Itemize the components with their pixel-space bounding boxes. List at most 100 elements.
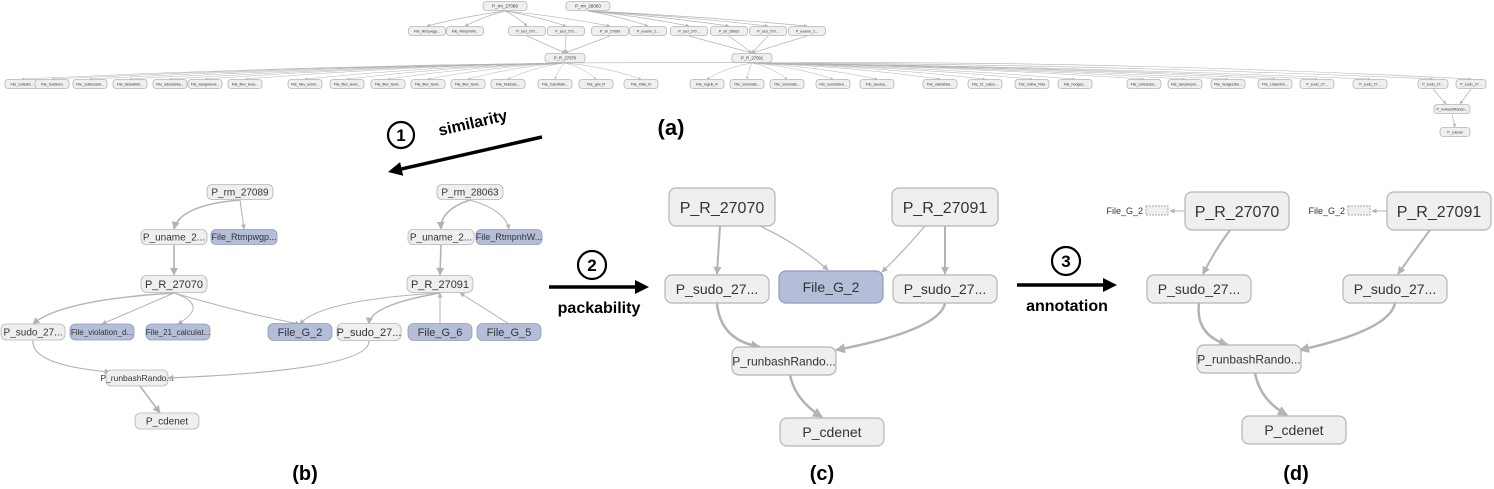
- a-file-node-9: File_filev_level...: [370, 79, 406, 89]
- a-runbash-label: P_runbashRando...: [1437, 107, 1468, 111]
- c-node-r-27091: P_R_27091: [891, 187, 999, 227]
- b-edge: [171, 199, 241, 230]
- b-node-violation-label: File_violation_d...: [71, 328, 133, 337]
- a-node-rm-27089-box: [482, 1, 528, 11]
- a-file-node-8-box: [329, 79, 365, 89]
- a-edge-sudo-runbash: [1432, 88, 1447, 105]
- a-file-node-26-box: [1167, 79, 1203, 89]
- a-edge-hub-sudo: [564, 62, 1434, 81]
- c-edge: [715, 302, 761, 351]
- b-node-uname-2: P_uname_2...: [407, 229, 475, 245]
- a-edge-hub-file: [467, 62, 566, 80]
- a-cdenet-label: P_cdenet: [1447, 130, 1462, 134]
- a-file-node-16: File_logLik_R: [689, 79, 725, 89]
- b-node-cdenet: P_cdenet: [134, 412, 200, 430]
- a-file-node-18: File_sumindat...: [769, 79, 805, 89]
- d-node-cdenet-label: P_cdenet: [1264, 422, 1323, 438]
- a-row2-node-6: P_sed_270...: [670, 26, 708, 36]
- a-file-node-6-box: [227, 79, 263, 89]
- b-node-rm-27089: P_rm_27089: [206, 184, 274, 200]
- a-sudo-2: P_sudo_27...: [1455, 79, 1487, 89]
- a-file-node-11-box: [450, 79, 486, 89]
- a-edge-hub-file: [427, 62, 566, 80]
- a-file-node-15-label: File_lotka_R: [631, 82, 651, 86]
- c-node-runbash-box: [731, 346, 837, 376]
- a-file-node-2-box: [72, 79, 108, 89]
- a-file-node-23-label: File_chime_Rda: [1019, 82, 1045, 86]
- a-file-node-10: File_filev_level...: [410, 79, 446, 89]
- a-file-node-12-box: [490, 79, 526, 89]
- b-node-runbash-box: [105, 369, 169, 387]
- a-edge-row2-hub: [688, 35, 753, 54]
- a-hub-r-27091-box: [731, 53, 773, 63]
- b-node-g2-box: [267, 323, 333, 341]
- a-cdenet-box: [1439, 127, 1471, 137]
- b-node-sudo-1-box: [0, 323, 66, 341]
- b-node-sudo-1: P_sudo_27...: [0, 323, 66, 341]
- b-node-r-27091: P_R_27091: [406, 275, 474, 293]
- step-1-badge-number: 1: [396, 126, 405, 145]
- a-file-node-13-box: [537, 79, 573, 89]
- a-edge-row2-hub: [728, 35, 753, 54]
- a-file-node-19-box: [815, 79, 851, 89]
- c-node-sudo-1: P_sudo_27...: [664, 274, 770, 304]
- a-file-node-18-label: File_sumindat...: [774, 82, 799, 86]
- a-row2-node-9-label: P_uname_2...: [796, 29, 818, 33]
- c-node-sudo-2-label: P_sudo_27...: [904, 281, 987, 297]
- c-node-sudo-1-label: P_sudo_27...: [676, 281, 759, 297]
- b-node-g5-box: [476, 323, 542, 341]
- a-row2-node-2-label: P_sed_270...: [516, 29, 537, 33]
- a-row2-node-5: P_uname_2...: [629, 26, 667, 36]
- step-3-label: annotation: [1026, 298, 1108, 315]
- a-row2-node-8-label: P_sed_270...: [757, 29, 778, 33]
- c-node-r-27070-label: P_R_27070: [680, 200, 765, 217]
- a-runbash-box: [1433, 104, 1471, 114]
- a-file-node-23-box: [1014, 79, 1050, 89]
- a-file-node-5: File_assignlevel...: [187, 79, 223, 89]
- a-edge-row2-hub: [751, 35, 769, 54]
- d-annot-g2-left-label: File_G_2: [1106, 206, 1143, 216]
- a-file-node-21-label: File_validatdat...: [927, 82, 953, 86]
- c-node-sudo-2: P_sudo_27...: [892, 274, 998, 304]
- b-node-uname-1-box: [140, 229, 208, 245]
- a-edge-top-row2: [504, 10, 611, 28]
- a-file-node-21-box: [922, 79, 958, 89]
- a-edge-hub-file: [751, 62, 788, 80]
- c-edge: [788, 374, 823, 419]
- b-node-uname-2-label: P_uname_2...: [410, 233, 472, 244]
- a-sudo-1-label: P_sudo_27...: [1422, 82, 1443, 86]
- a-sudo-1: P_sudo_27...: [1417, 79, 1449, 89]
- step-2-badge-number: 2: [587, 256, 596, 275]
- a-row2-node-3: P_sed_270...: [547, 26, 585, 36]
- d-node-r-27070-box: [1184, 191, 1290, 231]
- a-edge-hub-file: [564, 62, 597, 80]
- b-node-calc-label: File_21_calculat...: [146, 328, 210, 337]
- a-file-node-20: File_seedup...: [859, 79, 895, 89]
- a-edge-top-row2: [426, 10, 506, 27]
- a-file-node-11: File_filev_level...: [450, 79, 486, 89]
- a-file-node-18-box: [769, 79, 805, 89]
- c-node-sudo-2-box: [892, 274, 998, 304]
- a-row2-node-2-box: [508, 26, 546, 36]
- a-file-node-28-box: [1257, 79, 1293, 89]
- d-node-sudo-2: P_sudo_27...: [1342, 274, 1448, 304]
- c-node-r-27091-label: P_R_27091: [903, 200, 988, 217]
- c-edge: [881, 225, 926, 273]
- a-file-node-20-box: [859, 79, 895, 89]
- a-file-node-14-box: [578, 79, 614, 89]
- a-file-node-4: File_labelatoba...: [152, 79, 188, 89]
- b-node-rtmp-1-box: [210, 229, 278, 245]
- a-edge-sudo-runbash: [1459, 88, 1472, 105]
- a-file-node-7-label: File_filev_eminl...: [291, 82, 319, 86]
- a-file-node-16-label: File_logLik_R: [696, 82, 718, 86]
- step-2-badge: 2: [576, 249, 608, 281]
- b-node-rm-27089-box: [206, 184, 274, 200]
- d-edge: [1202, 229, 1231, 275]
- c-edge: [835, 302, 947, 354]
- a-file-node-14-label: File_gini_R: [587, 82, 605, 86]
- c-node-g2-label: File_G_2: [803, 279, 860, 295]
- b-node-cdenet-label: P_cdenet: [146, 417, 188, 428]
- a-file-node-14: File_gini_R: [578, 79, 614, 89]
- a-row2-node-4-label: P_sh_27089: [600, 29, 620, 33]
- a-row2-node-1-box: [446, 26, 484, 36]
